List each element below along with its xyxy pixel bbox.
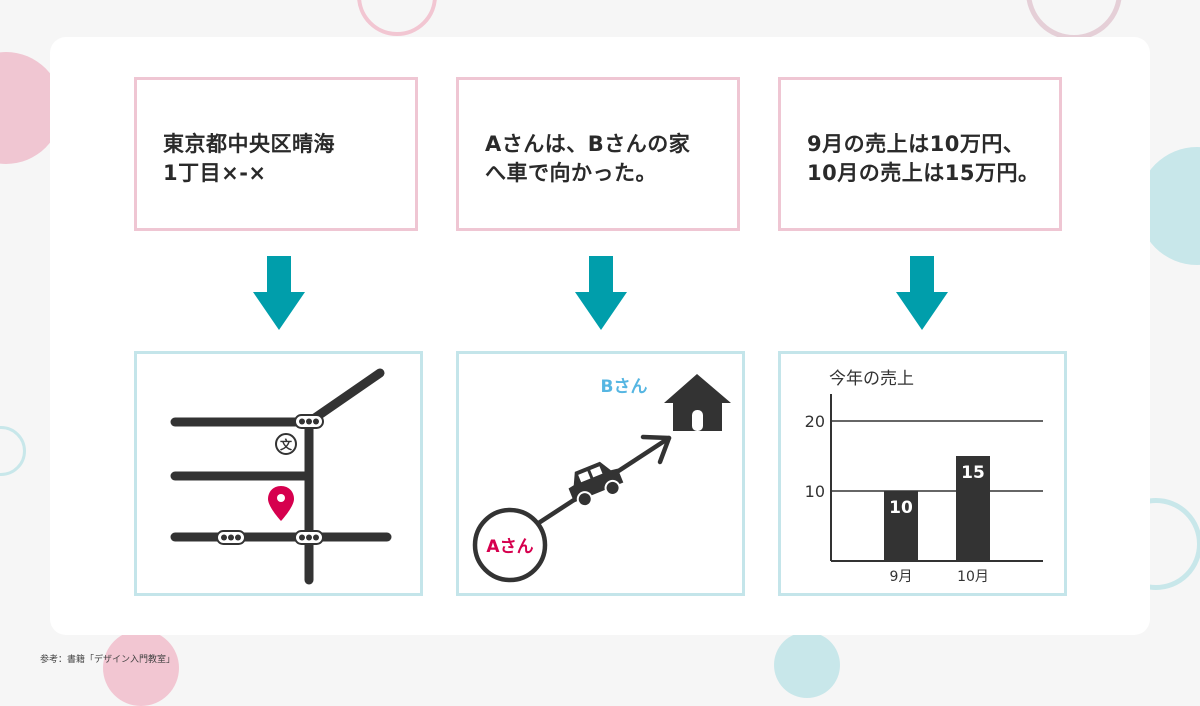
down-arrow-icon [896,256,948,330]
bar [956,456,990,561]
down-arrow-icon [575,256,627,330]
map-panel: 文 [134,351,423,596]
address-text: 東京都中央区晴海 1丁目×-× [163,132,335,185]
start-marker: Aさん [472,507,548,583]
route-text: Aさんは、Bさんの家 へ車で向かった。 [485,132,691,185]
deco-ring-pink-top [357,0,437,36]
deco-ring-teal-left [0,426,26,476]
bar [884,491,918,561]
x-tick-label: 9月 [890,569,913,585]
y-tick-label: 20 [805,412,825,431]
data-label: 10 [889,498,913,518]
traffic-light-icon [294,530,324,545]
text-box-address: 東京都中央区晴海 1丁目×-× [134,77,418,231]
deco-circle-teal-bottom [774,632,840,698]
traffic-light-icon [294,414,324,429]
sales-bar-chart: 今年の売上 10 20 10 9月 15 10月 [805,369,1043,585]
footnote: 参考：書籍「デザイン入門教室」 [40,655,176,665]
down-arrow-icon [253,256,305,330]
traffic-light-icon [216,530,246,545]
school-icon: 文 [275,433,297,455]
chart-title: 今年の売上 [829,369,914,389]
x-tick-label: 10月 [957,569,989,585]
deco-ring-top-right [1026,0,1122,40]
house-icon [664,374,731,431]
deco-circle-pink-bottom [103,630,179,706]
end-label: Bさん [601,377,648,397]
sales-text: 9月の売上は10万円、 10月の売上は15万円。 [807,132,1040,185]
text-box-sales: 9月の売上は10万円、 10月の売上は15万円。 [778,77,1062,231]
chart-panel: 今年の売上 10 20 10 9月 15 10月 [778,351,1067,596]
map-roads [170,368,392,585]
start-label: Aさん [486,537,533,557]
text-box-route: Aさんは、Bさんの家 へ車で向かった。 [456,77,740,231]
car-icon [568,461,624,508]
route-panel: Aさん Bさん [456,351,745,596]
data-label: 15 [961,463,985,483]
location-pin-icon [268,486,294,521]
y-tick-label: 10 [805,482,825,501]
school-symbol: 文 [280,437,293,452]
